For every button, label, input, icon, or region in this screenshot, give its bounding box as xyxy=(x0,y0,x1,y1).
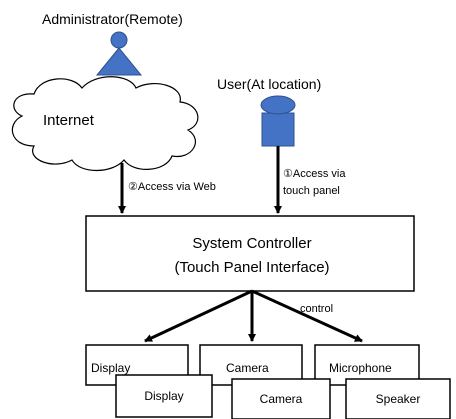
device-front-camera-label: Camera xyxy=(260,392,303,406)
device-front-camera: Camera xyxy=(231,378,331,419)
control-arrow-left xyxy=(144,289,253,343)
system-controller-box xyxy=(85,215,415,292)
administrator-person-icon xyxy=(95,31,143,76)
control-label: control xyxy=(300,303,333,315)
access-web-label: ②Access via Web xyxy=(128,181,216,193)
internet-label: Internet xyxy=(43,112,95,129)
access-touch-label-line1: ①Access via xyxy=(283,168,346,180)
device-front-speaker-label: Speaker xyxy=(376,392,421,406)
system-controller-title: System Controller xyxy=(192,235,311,252)
device-front-display-label: Display xyxy=(144,389,183,403)
device-back-camera-label: Camera xyxy=(226,361,269,375)
device-back-microphone-label: Microphone xyxy=(329,361,392,375)
device-front-display: Display xyxy=(115,374,213,418)
user-person-icon xyxy=(260,95,296,147)
access-touch-label-line2: touch panel xyxy=(283,185,340,197)
system-controller-subtitle: (Touch Panel Interface) xyxy=(174,259,329,276)
user-label: User(At location) xyxy=(217,76,321,92)
administrator-label: Administrator(Remote) xyxy=(42,11,183,27)
internet-cloud-icon xyxy=(11,76,199,171)
control-arrow-right xyxy=(251,289,363,343)
device-back-display-label: Display xyxy=(91,361,130,375)
device-front-speaker: Speaker xyxy=(345,378,451,419)
